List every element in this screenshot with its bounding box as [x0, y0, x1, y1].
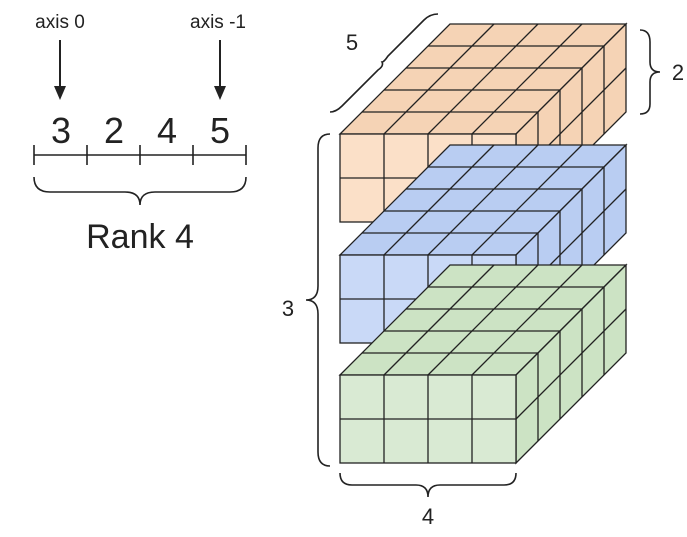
- dimension-ruler: [33, 145, 247, 165]
- bottom-block: [338, 263, 628, 465]
- depth-label: 5: [346, 30, 358, 55]
- dim-3-label: 5: [210, 110, 230, 151]
- depth-brace: [329, 13, 439, 113]
- width-brace: [339, 472, 517, 498]
- rank-brace: [33, 176, 247, 206]
- tensor-blocks: [338, 22, 628, 465]
- dim-0-label: 3: [51, 110, 71, 151]
- axis-minus-1-arrow: [214, 40, 226, 100]
- axis-minus-1-label: axis -1: [190, 12, 246, 33]
- blocks-brace-group: 3: [282, 133, 331, 467]
- blocks-brace: [305, 133, 331, 467]
- height-label: 2: [672, 60, 684, 85]
- axis-0-arrow: [54, 40, 66, 100]
- depth-brace-group: 5: [329, 13, 439, 113]
- blocks-count-label: 3: [282, 296, 294, 321]
- width-label: 4: [422, 504, 434, 529]
- rank-diagram: axis 0 axis -1 3 2 4 5 Rank 4: [33, 12, 247, 256]
- dim-2-label: 4: [157, 110, 177, 151]
- dim-1-label: 2: [104, 110, 124, 151]
- width-brace-group: 4: [339, 472, 517, 529]
- height-brace-group: 2: [639, 29, 684, 115]
- height-brace: [639, 29, 661, 115]
- rank-label: Rank 4: [86, 218, 194, 256]
- axis-0-label: axis 0: [35, 12, 85, 33]
